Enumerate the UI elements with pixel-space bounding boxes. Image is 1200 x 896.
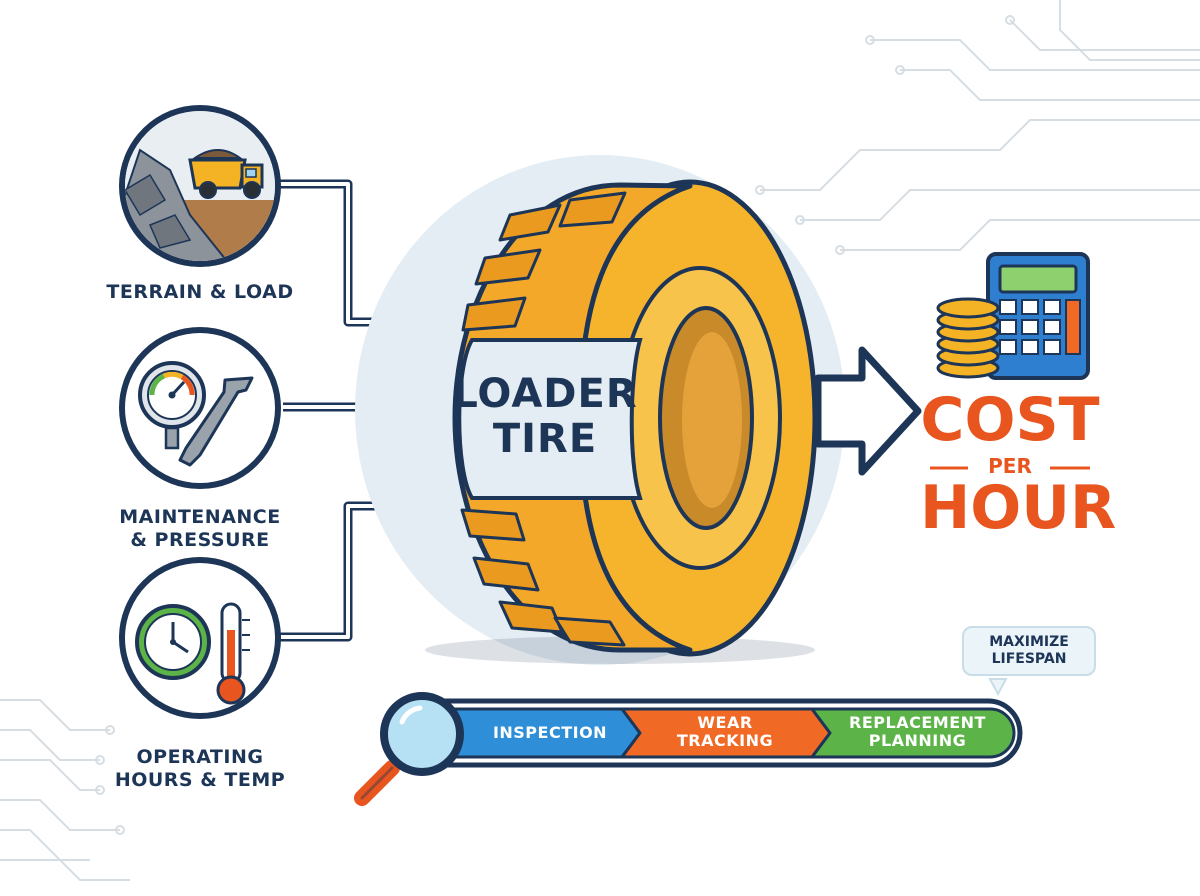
factor-maintenance-label-line2: & PRESSURE [130, 528, 270, 551]
coins-calculator-icon [936, 252, 1090, 380]
pressure-gauge-wrench-icon [138, 361, 254, 467]
step-replacement-planning-label: REPLACEMENT PLANNING [830, 713, 1005, 751]
step-wear-tracking-line1: WEAR [697, 713, 753, 732]
result-hour-text: HOUR [920, 473, 1117, 543]
callout-pointer [988, 678, 1008, 697]
center-tire-label-line1: LOADER [452, 371, 638, 417]
factor-maintenance-label: MAINTENANCE & PRESSURE [80, 506, 320, 552]
tread-lugs [460, 191, 627, 647]
callout-line2: LIFESPAN [991, 650, 1067, 667]
circuit-decoration-bottom-left [0, 699, 130, 881]
factor-operating-circle [119, 557, 281, 719]
factor-operating-label-line2: HOURS & TEMP [114, 768, 286, 791]
factor-maintenance-circle [119, 327, 281, 489]
step-wear-tracking-label: WEAR TRACKING [640, 713, 810, 751]
result-per-text: PER [988, 454, 1032, 478]
clock-thermometer-icon [135, 602, 250, 705]
factor-operating-label-line1: OPERATING [136, 746, 264, 768]
magnifier-icon [354, 692, 464, 806]
callout-line1: MAXIMIZE [989, 634, 1069, 650]
factor-terrain-label: TERRAIN & LOAD [106, 281, 294, 303]
dump-truck-icon [188, 149, 264, 199]
factor-operating-label: OPERATING HOURS & TEMP [80, 746, 320, 792]
maximize-lifespan-callout: MAXIMIZE LIFESPAN [962, 626, 1096, 676]
result-cost-text: COST [920, 385, 1100, 455]
step-replacement-planning-line1: REPLACEMENT [849, 713, 986, 732]
step-wear-tracking-line2: TRACKING [676, 731, 774, 751]
loader-tire [355, 155, 845, 665]
circuit-decoration-top-right [755, 0, 1200, 255]
factor-terrain-circle [119, 105, 281, 267]
result-arrow [814, 346, 922, 476]
factor-maintenance-label-line1: MAINTENANCE [119, 506, 281, 528]
center-tire-label: LOADER TIRE [440, 372, 650, 462]
process-bar [382, 698, 1023, 768]
step-replacement-planning-line2: PLANNING [868, 731, 967, 751]
step-inspection-label: INSPECTION [492, 723, 608, 742]
center-tire-label-line2: TIRE [492, 415, 598, 462]
